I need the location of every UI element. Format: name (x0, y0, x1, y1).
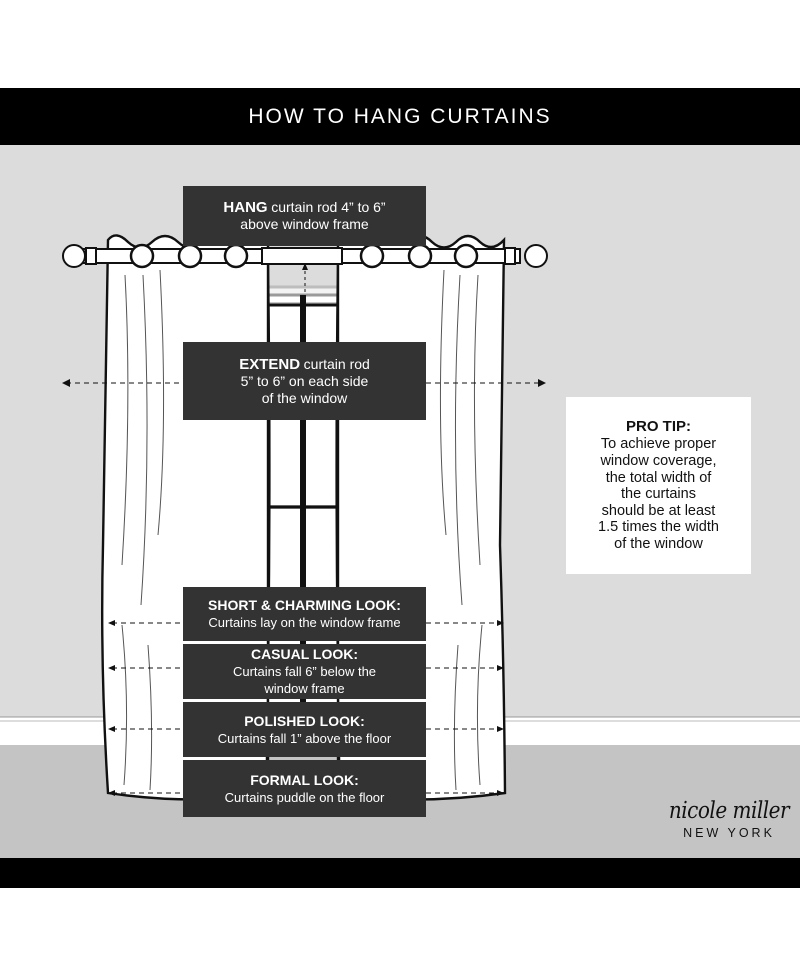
extend-head: EXTEND (239, 355, 301, 373)
pro-tip-line: 1.5 times the width (598, 519, 719, 536)
look-title: FORMAL LOOK: (250, 771, 359, 788)
hang-head: HANG (223, 199, 268, 216)
page-title: HOW TO HANG CURTAINS (0, 88, 800, 145)
look-short-charming: SHORT & CHARMING LOOK: Curtains lay on t… (183, 587, 426, 641)
look-desc: Curtains puddle on the floor (224, 789, 385, 805)
pro-tip-line: window coverage, (600, 453, 717, 470)
hang-line2: above window frame (240, 216, 369, 232)
extend-label: EXTEND curtain rod 5” to 6” on each side… (183, 342, 426, 420)
extend-line2: 5” to 6” on each side (240, 372, 369, 389)
brand-signature: nicole miller (668, 796, 790, 824)
look-casual: CASUAL LOOK: Curtains fall 6” below the … (183, 644, 426, 699)
pro-tip-title: PRO TIP: (625, 418, 691, 436)
curtain-diagram: HANG curtain rod 4” to 6” above window f… (0, 145, 800, 858)
pro-tip-line: of the window (614, 535, 703, 552)
look-polished: POLISHED LOOK: Curtains fall 1” above th… (183, 702, 426, 757)
look-title: SHORT & CHARMING LOOK: (208, 597, 401, 613)
look-desc: Curtains fall 1” above the floor (217, 730, 392, 746)
grommets (129, 243, 479, 269)
look-desc: Curtains lay on the window frame (208, 615, 401, 630)
look-desc: window frame (264, 681, 345, 696)
look-formal: FORMAL LOOK: Curtains puddle on the floo… (183, 760, 426, 817)
pro-tip-line: the total width of (605, 469, 712, 486)
length-measure-lines (112, 622, 500, 794)
look-title: POLISHED LOOK: (244, 712, 365, 729)
look-desc: Curtains fall 6” below the (232, 664, 377, 679)
hang-line1: curtain rod 4” to 6” (271, 199, 386, 215)
rod-finial-right (524, 244, 548, 268)
pro-tip-line: should be at least (601, 502, 716, 519)
pro-tip-line: To achieve proper (600, 436, 717, 453)
pro-tip-line: the curtains (621, 486, 696, 503)
window-center-mullion (300, 295, 306, 715)
look-title: CASUAL LOOK: (250, 646, 359, 662)
extend-line1: curtain rod (303, 355, 370, 372)
hang-label: HANG curtain rod 4” to 6” above window f… (183, 186, 426, 246)
pro-tip-box: PRO TIP: To achieve proper window covera… (566, 397, 751, 574)
brand-logo: nicole miller NEW YORK (664, 796, 794, 841)
brand-city: NEW YORK (683, 826, 775, 840)
extend-line3: of the window (261, 389, 348, 406)
bottom-bar (0, 858, 800, 888)
rod-finial-left (62, 244, 86, 268)
